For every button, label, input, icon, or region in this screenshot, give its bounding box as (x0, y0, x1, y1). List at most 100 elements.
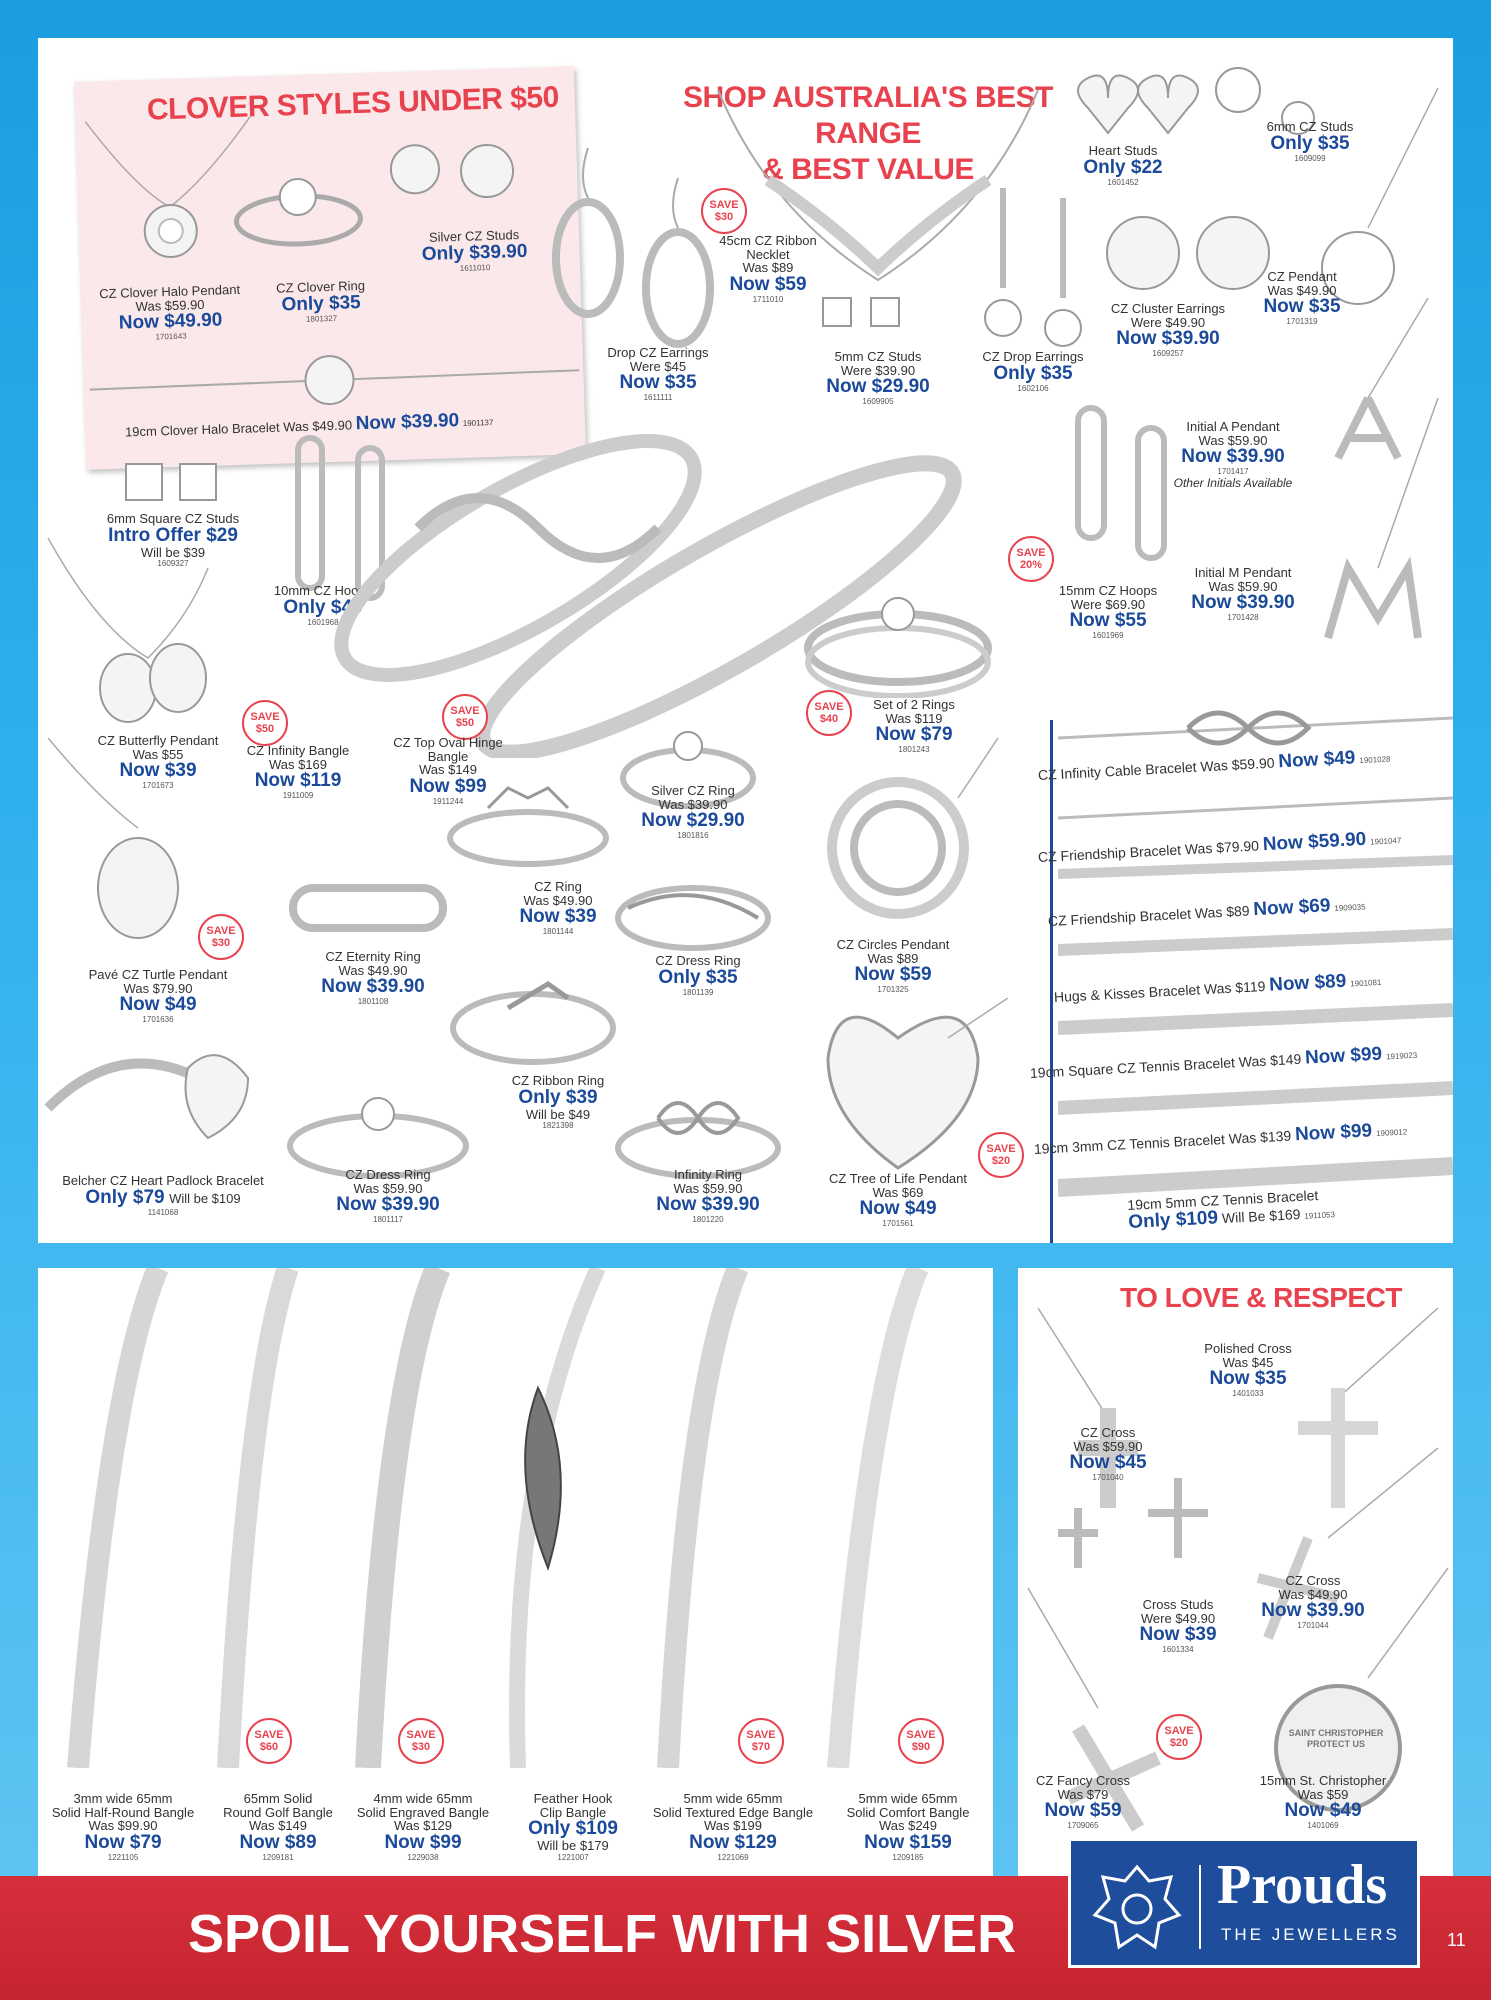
initial-m-item: Initial M Pendant Was $59.90 Now $39.90 … (1191, 565, 1295, 623)
studs-5mm-image (822, 297, 900, 327)
save-badge-turtle: SAVE $30 (198, 914, 244, 960)
ribbon-ring-item: CZ Ribbon Ring Only $39 Will be $49 1821… (511, 1073, 605, 1131)
square-studs-item: 6mm Square CZ Studs Intro Offer $29 Will… (106, 511, 240, 569)
cz-cross-1-item: CZ Cross Was $59.90 Now $45 1701040 (1069, 1425, 1147, 1483)
cz-drop-earrings-item: CZ Drop Earrings Only $35 1602106 (982, 349, 1084, 393)
catalogue-top-panel: CLOVER STYLES UNDER $50 CZ Clover Halo P… (38, 38, 1453, 1243)
save-badge-hoops: SAVE 20% (1008, 536, 1054, 582)
tree-of-life-pendant-image (826, 998, 1008, 1170)
butterfly-pendant-image (47, 537, 209, 723)
hoops-15mm-image (1075, 405, 1167, 561)
infinity-ring-image (615, 1101, 781, 1179)
eternity-ring-image (289, 884, 447, 932)
bangles-image (67, 1268, 929, 1768)
hoops-10mm-image (295, 435, 385, 601)
turtle-item: Pavé CZ Turtle Pendant Was $79.90 Now $4… (88, 967, 228, 1025)
initial-pendants-image (1324, 298, 1439, 640)
hoops-10mm-item: 10mm CZ Hoops Only $40 1601968 (273, 583, 373, 627)
cluster-earrings-image (1106, 216, 1270, 290)
tree-of-life-item: CZ Tree of Life Pendant Was $69 Now $49 … (828, 1171, 968, 1229)
dress-ring-2-image (287, 1097, 469, 1179)
cz-pendant-item: CZ Pendant Was $49.90 Now $35 1701319 (1263, 269, 1341, 327)
bracelets-divider (1050, 720, 1053, 1243)
hoops-15mm-item: 15mm CZ Hoops Were $69.90 Now $55 160196… (1058, 583, 1158, 641)
oval-bangle-item: CZ Top Oval Hinge Bangle Was $149 Now $9… (393, 735, 503, 806)
love-respect-panel: TO LOVE & RESPECT SAINT CHRISTOPHER PROT… (1018, 1268, 1453, 1880)
save-badge-bangle-6: SAVE $90 (898, 1718, 944, 1764)
cz-cross-2-item: CZ Cross Was $49.90 Now $39.90 1701044 (1261, 1573, 1365, 1631)
belcher-bracelet-image (44, 1054, 250, 1140)
medal-text: SAINT CHRISTOPHER PROTECT US (1288, 1728, 1384, 1749)
clover-studs-item: Silver CZ Studs Only $39.90 1611010 (421, 227, 528, 273)
clover-bracelet-image (89, 355, 580, 406)
bangle-item: 5mm wide 65mm Solid Textured Edge Bangle… (652, 1791, 814, 1862)
belcher-item: Belcher CZ Heart Padlock Bracelet Only $… (62, 1173, 264, 1217)
crosses-image (1027, 1308, 1449, 1832)
silver-cz-ring-item: Silver CZ Ring Was $39.90 Now $29.90 180… (641, 783, 745, 841)
crest-icon (1092, 1864, 1182, 1950)
clover-studs-image (389, 144, 515, 199)
clover-pendant-item: CZ Clover Halo Pendant Was $59.90 Now $4… (99, 281, 241, 342)
cross-studs-item: Cross Studs Were $49.90 Now $39 1601334 (1139, 1597, 1217, 1655)
logo-name: Prouds (1217, 1854, 1388, 1916)
top-studs-image (1077, 67, 1315, 135)
ribbon-ring-image (450, 981, 616, 1065)
banner-text: SPOIL YOURSELF WITH SILVER (188, 1904, 1017, 1964)
page-number: 11 (1447, 1930, 1466, 1950)
save-badge-necklet: SAVE $30 (701, 188, 747, 234)
bangle-item: 5mm wide 65mm Solid Comfort Bangle Was $… (846, 1791, 970, 1862)
bracelets-image (1058, 710, 1453, 1197)
logo-separator (1199, 1865, 1201, 1949)
clover-ring-image (234, 177, 363, 247)
headline: SHOP AUSTRALIA'S BEST RANGE & BEST VALUE (682, 81, 1054, 186)
polished-cross-item: Polished Cross Was $45 Now $35 1401033 (1204, 1341, 1292, 1399)
bangle-item: 65mm Solid Round Golf Bangle Was $149 No… (223, 1791, 333, 1862)
dress-ring-2-item: CZ Dress Ring Was $59.90 Now $39.90 1801… (336, 1167, 440, 1225)
studs-5mm-item: 5mm CZ Studs Were $39.90 Now $29.90 1609… (826, 349, 930, 407)
bangle-item: Feather Hook Clip Bangle Only $109 Will … (528, 1791, 618, 1862)
clover-ring-item: CZ Clover Ring Only $35 1801327 (275, 277, 366, 324)
ribbon-necklet-item: 45cm CZ Ribbon Necklet Was $89 Now $59 1… (719, 233, 817, 304)
bangle-item: 3mm wide 65mm Solid Half-Round Bangle Wa… (51, 1791, 195, 1862)
infinity-ring-item: Infinity Ring Was $59.90 Now $39.90 1801… (656, 1167, 760, 1225)
butterfly-item: CZ Butterfly Pendant Was $55 Now $39 170… (97, 733, 219, 791)
turtle-pendant-image (47, 738, 179, 939)
save-badge-fancy-cross: SAVE $20 (1156, 1714, 1202, 1760)
circles-pendant-image (827, 738, 999, 919)
ribbon-necklet-image (717, 90, 1039, 282)
set-rings-item: Set of 2 Rings Was $119 Now $79 1801243 (873, 697, 955, 755)
infinity-bangle-item: CZ Infinity Bangle Was $169 Now $119 191… (246, 743, 350, 801)
heart-studs-item: Heart Studs Only $22 1601452 (1083, 143, 1163, 187)
set-rings-image (804, 597, 992, 698)
logo-sub: THE JEWELLERS (1221, 1925, 1400, 1944)
cz-pendant-image (1321, 88, 1439, 305)
cz-ring-item: CZ Ring Was $49.90 Now $39 1801144 (519, 879, 597, 937)
dress-ring-1-image (615, 885, 771, 951)
cluster-earrings-item: CZ Cluster Earrings Were $49.90 Now $39.… (1110, 301, 1226, 359)
st-christopher-item: 15mm St. Christopher Was $59 Now $49 140… (1259, 1773, 1387, 1831)
save-badge-infinity-bangle: SAVE $50 (242, 700, 288, 746)
fancy-cross-item: CZ Fancy Cross Was $79 Now $59 1709065 (1036, 1773, 1130, 1831)
cz-studs-6mm-item: 6mm CZ Studs Only $35 1609099 (1266, 119, 1354, 163)
dress-ring-1-item: CZ Dress Ring Only $35 1801139 (655, 953, 741, 997)
save-badge-bangle-5: SAVE $70 (738, 1718, 784, 1764)
love-title: TO LOVE & RESPECT (1120, 1282, 1402, 1313)
bangles-large-image (334, 434, 962, 758)
cz-drop-earrings-image (984, 188, 1082, 347)
save-badge-set-rings: SAVE $40 (806, 690, 852, 736)
save-badge-oval-bangle: SAVE $50 (442, 694, 488, 740)
clover-pendant-image (84, 116, 251, 258)
circles-pendant-item: CZ Circles Pendant Was $89 Now $59 17013… (836, 937, 950, 995)
cz-ring-image (447, 786, 609, 867)
drop-earrings-image (552, 147, 714, 348)
square-studs-image (125, 463, 217, 501)
clover-promo-box: CLOVER STYLES UNDER $50 CZ Clover Halo P… (74, 66, 586, 470)
initial-a-item: Initial A Pendant Was $59.90 Now $39.90 … (1173, 419, 1293, 490)
silver-cz-ring-image (620, 731, 756, 809)
bangles-panel: SAVE $60 SAVE $30 SAVE $70 SAVE $90 3mm … (38, 1268, 993, 1880)
drop-cz-earrings-item: Drop CZ Earrings Were $45 Now $35 161111… (607, 345, 709, 403)
save-badge-tree: SAVE $20 (978, 1132, 1024, 1178)
prouds-logo: Prouds THE JEWELLERS (1068, 1838, 1420, 1968)
bangle-item: 4mm wide 65mm Solid Engraved Bangle Was … (356, 1791, 490, 1862)
save-badge-bangle-3: SAVE $30 (398, 1718, 444, 1764)
